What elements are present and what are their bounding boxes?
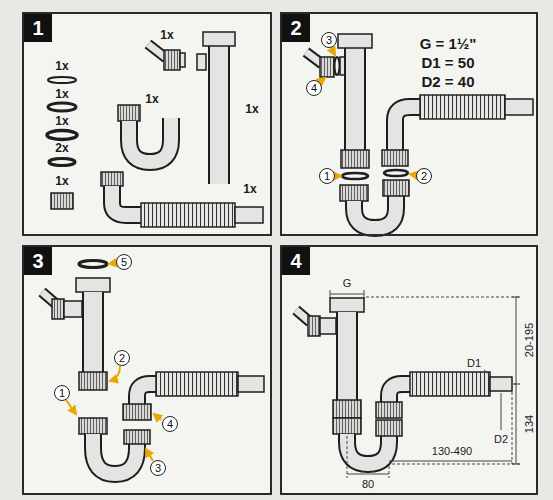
assembly-step-2: [306, 34, 533, 228]
callout-number: 2: [421, 171, 427, 182]
callout-number: 1: [59, 388, 65, 399]
step-panel: 4: [280, 245, 538, 495]
dimension-label: 134: [523, 414, 535, 434]
callout-circle: 4: [306, 80, 322, 96]
callout-circle: 3: [321, 32, 337, 48]
callout-number: 5: [121, 257, 127, 268]
dimension-label: G: [342, 277, 353, 289]
spec-label: G = 1½": [419, 36, 478, 53]
callout-circle: 1: [54, 385, 70, 401]
step-number: 2: [282, 14, 310, 42]
panel-ground: [22, 12, 538, 495]
callout-circle: 4: [162, 416, 178, 432]
callout-number: 1: [324, 171, 330, 182]
quantity-label: 1x: [144, 93, 159, 106]
dimension-label: 20-195: [523, 322, 535, 358]
parts-set: [47, 32, 263, 227]
callout-circle: 3: [150, 460, 166, 476]
dimension-label: D1: [466, 357, 482, 369]
callout-number: 3: [326, 35, 332, 46]
spec-label: D1 = 50: [421, 55, 476, 72]
quantity-label: 1x: [159, 29, 174, 42]
quantity-label: 1x: [54, 175, 69, 188]
callout-number: 2: [119, 353, 125, 364]
callout-number: 3: [155, 463, 161, 474]
callout-circle: 2: [114, 350, 130, 366]
quantity-label: 2x: [54, 142, 69, 155]
callout-number: 4: [167, 419, 173, 430]
callout-circle: 5: [116, 254, 132, 270]
quantity-label: 1x: [54, 60, 69, 73]
dimension-label: D2: [493, 433, 509, 445]
quantity-label: 1x: [54, 88, 69, 101]
step-number: 4: [282, 247, 310, 275]
step-number: 3: [24, 247, 52, 275]
callout-number: 4: [311, 83, 317, 94]
quantity-label: 1x: [244, 103, 259, 116]
spec-label: D2 = 40: [421, 74, 476, 91]
dimension-label: 130-490: [431, 445, 473, 457]
step-panel: 2 3 4 1 2: [280, 12, 538, 236]
step-number: 1: [24, 14, 52, 42]
quantity-label: 1x: [54, 115, 69, 128]
quantity-label: 1x: [242, 183, 257, 196]
dimension-drawing: [296, 290, 520, 478]
callout-circle: 1: [319, 168, 335, 184]
assembly-step-3: [42, 261, 264, 475]
callout-circle: 2: [416, 168, 432, 184]
step-panel: 3 5 2 1 4 3: [22, 245, 272, 495]
dimension-label: 80: [361, 478, 375, 490]
